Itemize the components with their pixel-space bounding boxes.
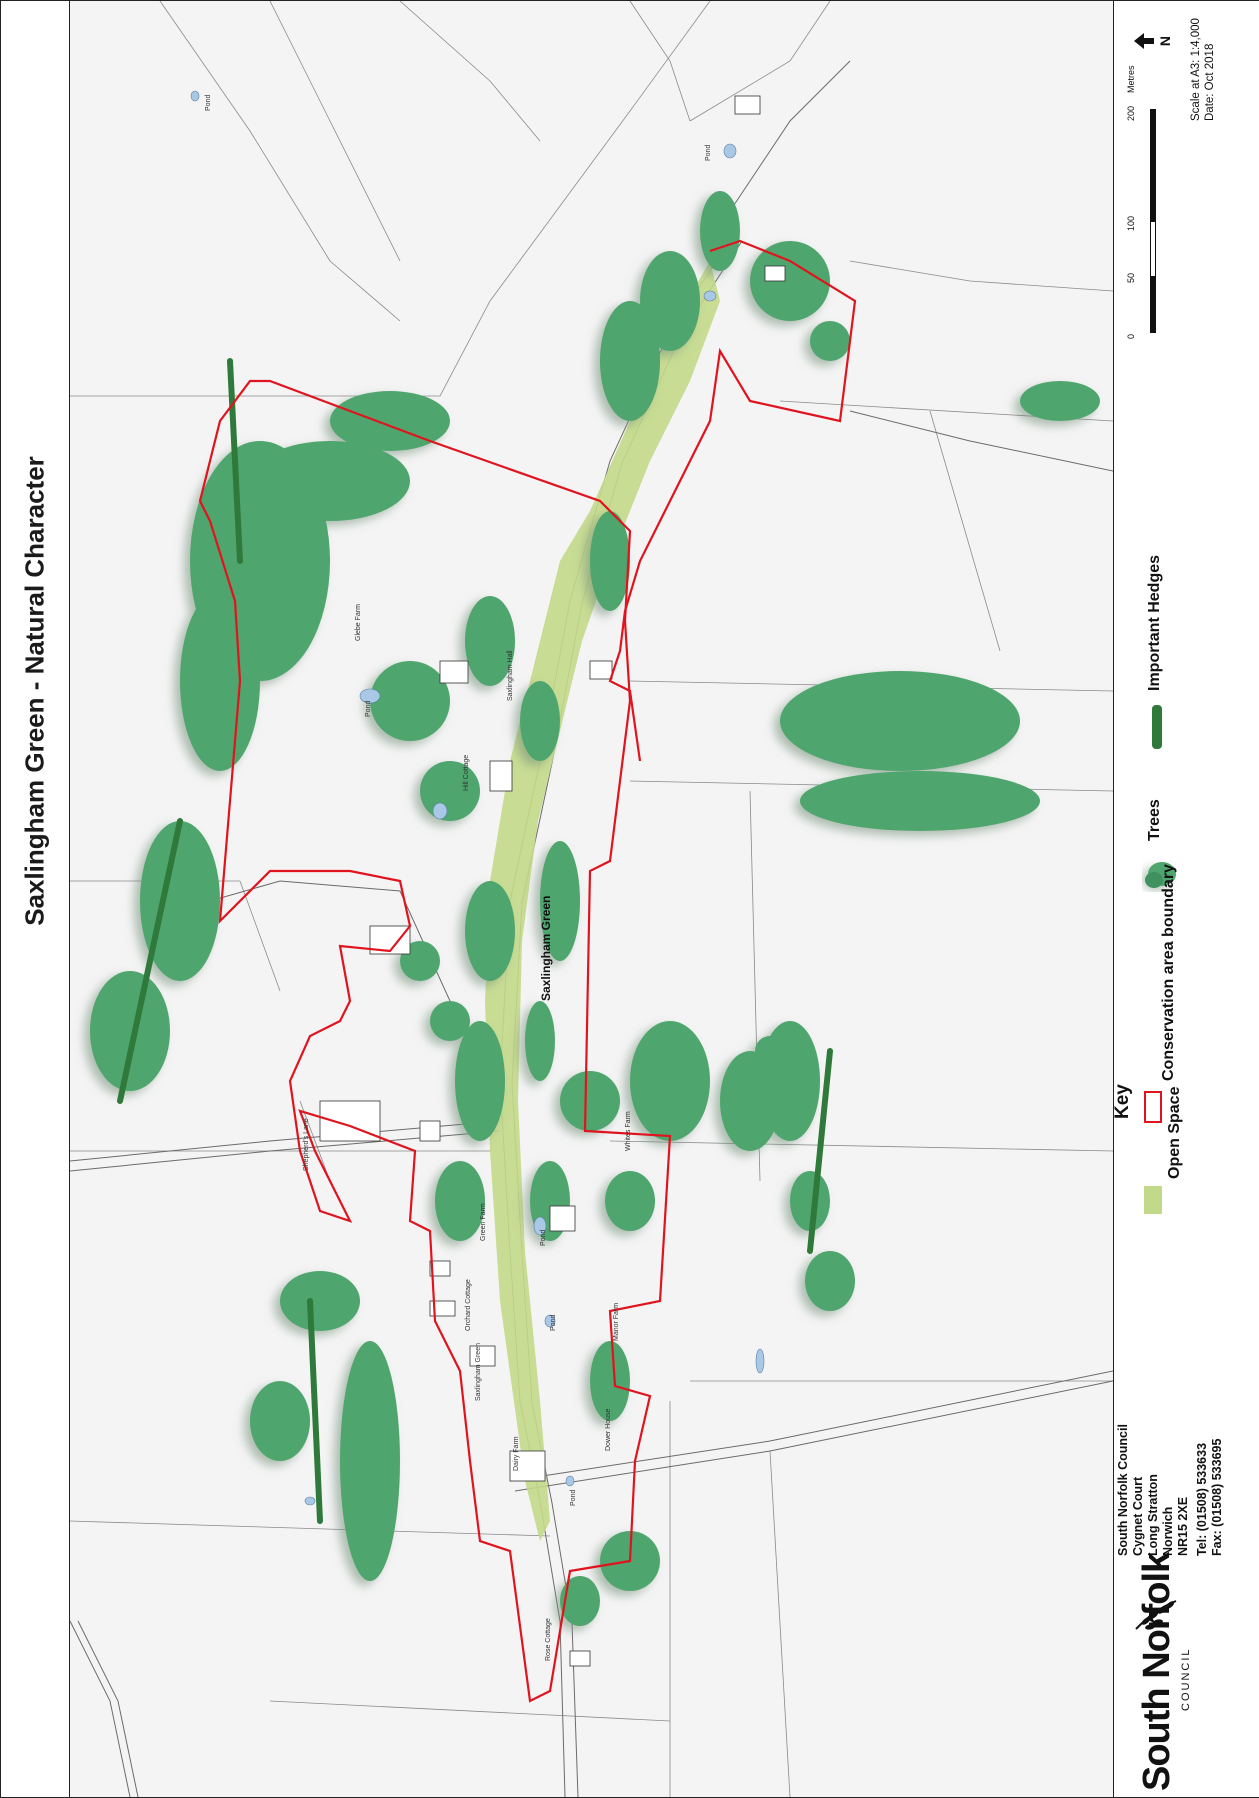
address-line: South Norfolk Council bbox=[1116, 1424, 1130, 1556]
label-green-farm: Green Farm bbox=[480, 1203, 487, 1241]
ponds bbox=[190, 90, 765, 1506]
label-hill-cottage: Hill Cottage bbox=[463, 755, 470, 791]
trees-icon bbox=[1145, 862, 1176, 888]
label-saxlingham-hall: Saxlingham Hall bbox=[507, 650, 514, 701]
label-dairy-farm: Dairy Farm bbox=[513, 1436, 520, 1471]
conservation-area-boundary bbox=[198, 379, 672, 1703]
legend-label-hedges: Important Hedges bbox=[1146, 554, 1163, 691]
wheat-logo-icon bbox=[1135, 1600, 1177, 1630]
north-arrow-icon bbox=[1134, 33, 1154, 49]
address-line: NR15 2XE bbox=[1176, 1496, 1190, 1556]
page-title: Saxlingham Green - Natural Character bbox=[19, 456, 50, 926]
legend-item-hedges bbox=[1152, 705, 1162, 749]
pond-label: Pond bbox=[205, 95, 212, 111]
pond-label: Pond bbox=[550, 1315, 557, 1331]
logo-wordmark: South Norfolk bbox=[1136, 1552, 1178, 1791]
label-rose-cottage: Rose Cottage bbox=[545, 1618, 552, 1661]
address-line: Cygnet Court bbox=[1131, 1476, 1145, 1556]
map-canvas[interactable]: Saxlingham Green Saxlingham Green Pond P… bbox=[70, 1, 1113, 1797]
label-dower-house: Dower House bbox=[605, 1408, 612, 1451]
legend-panel: N Scale at A3: 1:4,000 Date: Oct 2018 0 … bbox=[1112, 1, 1259, 1797]
date-text: Date: Oct 2018 bbox=[1204, 43, 1216, 121]
hedge-lines bbox=[117, 358, 833, 1524]
tel-line: Tel: (01508) 533633 bbox=[1195, 1442, 1209, 1556]
address-line: Norwich bbox=[1161, 1506, 1175, 1556]
place-label-saxlingham-green: Saxlingham Green bbox=[539, 896, 553, 1001]
council-logo: South Norfolk COUNCIL bbox=[1114, 1553, 1259, 1797]
legend-label-open-space: Open Space bbox=[1166, 1086, 1183, 1179]
conservation-area-boundary-east bbox=[608, 239, 857, 762]
roads bbox=[70, 60, 1113, 1797]
fax-line: Fax: (01508) 533695 bbox=[1210, 1438, 1224, 1556]
scale-bar: 0 50 100 200 Metres bbox=[1116, 65, 1176, 341]
pond-label: Pond bbox=[705, 145, 712, 161]
scale-date-block: Scale at A3: 1:4,000 Date: Oct 2018 bbox=[1189, 18, 1217, 121]
scale-unit: Metres bbox=[1126, 65, 1136, 93]
legend-item-trees bbox=[1142, 856, 1178, 897]
label-glebe-farm: Glebe Farm bbox=[355, 604, 362, 641]
scale-text: Scale at A3: 1:4,000 bbox=[1190, 18, 1202, 121]
road-label-shepherds-lane: Shepherd's Lane bbox=[303, 1118, 310, 1171]
legend-label-trees: Trees bbox=[1146, 799, 1163, 841]
legend-key-title: Key bbox=[1112, 1084, 1133, 1119]
pond-label: Pond bbox=[365, 701, 372, 717]
logo-subtitle: COUNCIL bbox=[1180, 1647, 1192, 1711]
field-boundaries bbox=[70, 1, 1113, 1797]
label-orchard-cottage: Orchard Cottage bbox=[465, 1279, 472, 1331]
legend-symbol-open-space bbox=[1144, 1186, 1162, 1214]
map-svg[interactable]: Saxlingham Green Saxlingham Green Pond P… bbox=[70, 1, 1113, 1797]
tree-canopy bbox=[90, 191, 1100, 1626]
label-whites-farm: Whites Farm bbox=[625, 1111, 632, 1151]
place-label-saxlingham-green-minor: Saxlingham Green bbox=[475, 1343, 482, 1401]
scale-tick-0: 0 bbox=[1126, 333, 1136, 339]
north-arrow: N bbox=[1132, 29, 1174, 59]
pond-label: Pond bbox=[540, 1230, 547, 1246]
legend-symbol-boundary bbox=[1144, 1091, 1162, 1123]
label-manor-farm: Manor Farm bbox=[613, 1303, 620, 1341]
pond-label: Pond bbox=[570, 1490, 577, 1506]
address-line: Long Stratton bbox=[1146, 1474, 1160, 1556]
scale-tick-50: 50 bbox=[1126, 272, 1136, 283]
legend-label-boundary: Conservation area boundary bbox=[1160, 864, 1177, 1081]
council-address: South Norfolk Council Cygnet Court Long … bbox=[1116, 1424, 1225, 1556]
title-strip: Saxlingham Green - Natural Character bbox=[1, 1, 70, 1797]
scale-tick-100: 100 bbox=[1126, 215, 1136, 231]
scale-tick-200: 200 bbox=[1126, 105, 1136, 121]
north-letter: N bbox=[1157, 35, 1174, 47]
